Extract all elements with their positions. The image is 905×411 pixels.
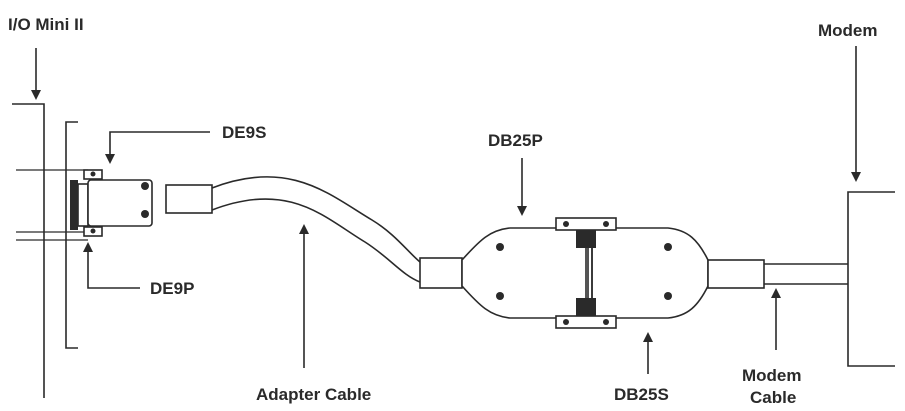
label-adapter-cable: Adapter Cable: [256, 385, 371, 404]
de9p-connector: [70, 180, 78, 230]
label-modem-cable-line1: Modem: [742, 366, 802, 385]
de9s-connector: [87, 179, 153, 227]
label-modem-cable-line2: Cable: [750, 388, 796, 407]
adapter-cable: [211, 176, 421, 283]
de9s-arrow: [105, 131, 210, 164]
db25s-connector: [591, 227, 709, 319]
label-db25p: DB25P: [488, 131, 543, 150]
label-db25s: DB25S: [614, 385, 669, 404]
db25-left-boot: [419, 257, 463, 289]
modem-cable: [707, 259, 848, 289]
label-modem: Modem: [818, 21, 878, 40]
de9p-arrow: [83, 242, 140, 289]
io-mini-chassis: [12, 103, 88, 398]
db25-connector-pair: [461, 217, 709, 329]
label-de9p: DE9P: [150, 279, 194, 298]
modem-box: [847, 191, 895, 367]
label-io-mini: I/O Mini II: [8, 15, 84, 34]
label-de9s: DE9S: [222, 123, 266, 142]
de9-connector-pair: [70, 169, 213, 237]
db25p-connector: [461, 227, 589, 319]
